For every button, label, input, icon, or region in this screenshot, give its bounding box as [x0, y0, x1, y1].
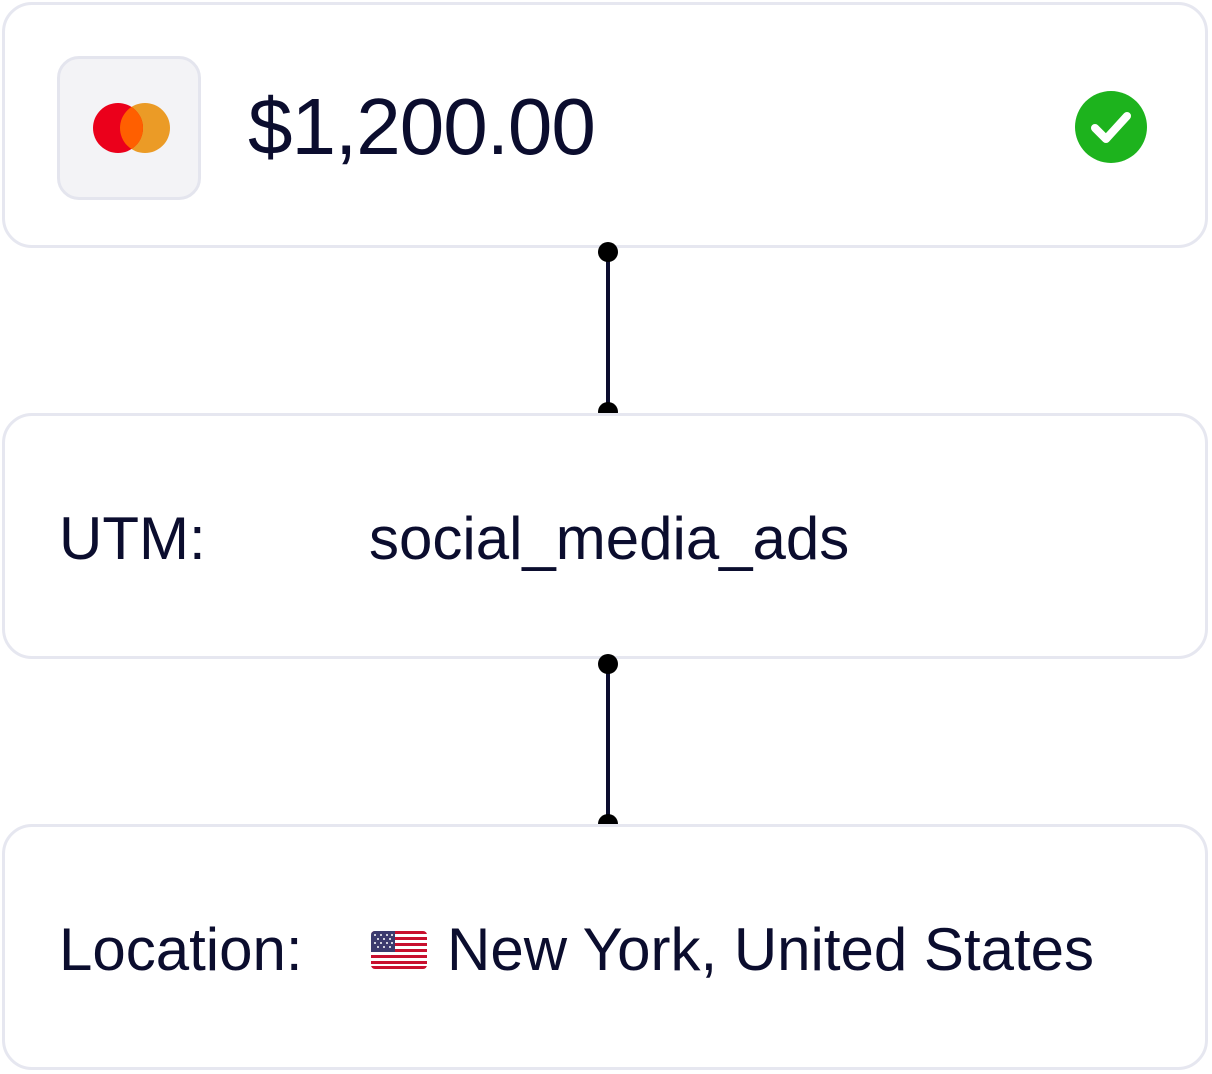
location-card[interactable]: Location:: [2, 824, 1208, 1070]
mastercard-overlap-shape: [120, 103, 143, 153]
connector-line: [598, 654, 618, 834]
connector-line: [598, 242, 618, 422]
utm-label: UTM:: [59, 505, 206, 572]
location-label: Location:: [59, 916, 303, 983]
payment-card[interactable]: $1,200.00: [2, 2, 1208, 248]
location-value-group: New York, United States: [371, 913, 1094, 987]
utm-value: social_media_ads: [369, 505, 850, 572]
us-flag-icon: [371, 931, 427, 969]
utm-card[interactable]: UTM: social_media_ads: [2, 413, 1208, 659]
mastercard-logo-icon: [57, 56, 201, 200]
location-value: New York, United States: [447, 916, 1095, 983]
check-circle-icon: [1075, 91, 1147, 163]
payment-amount: $1,200.00: [248, 82, 596, 171]
